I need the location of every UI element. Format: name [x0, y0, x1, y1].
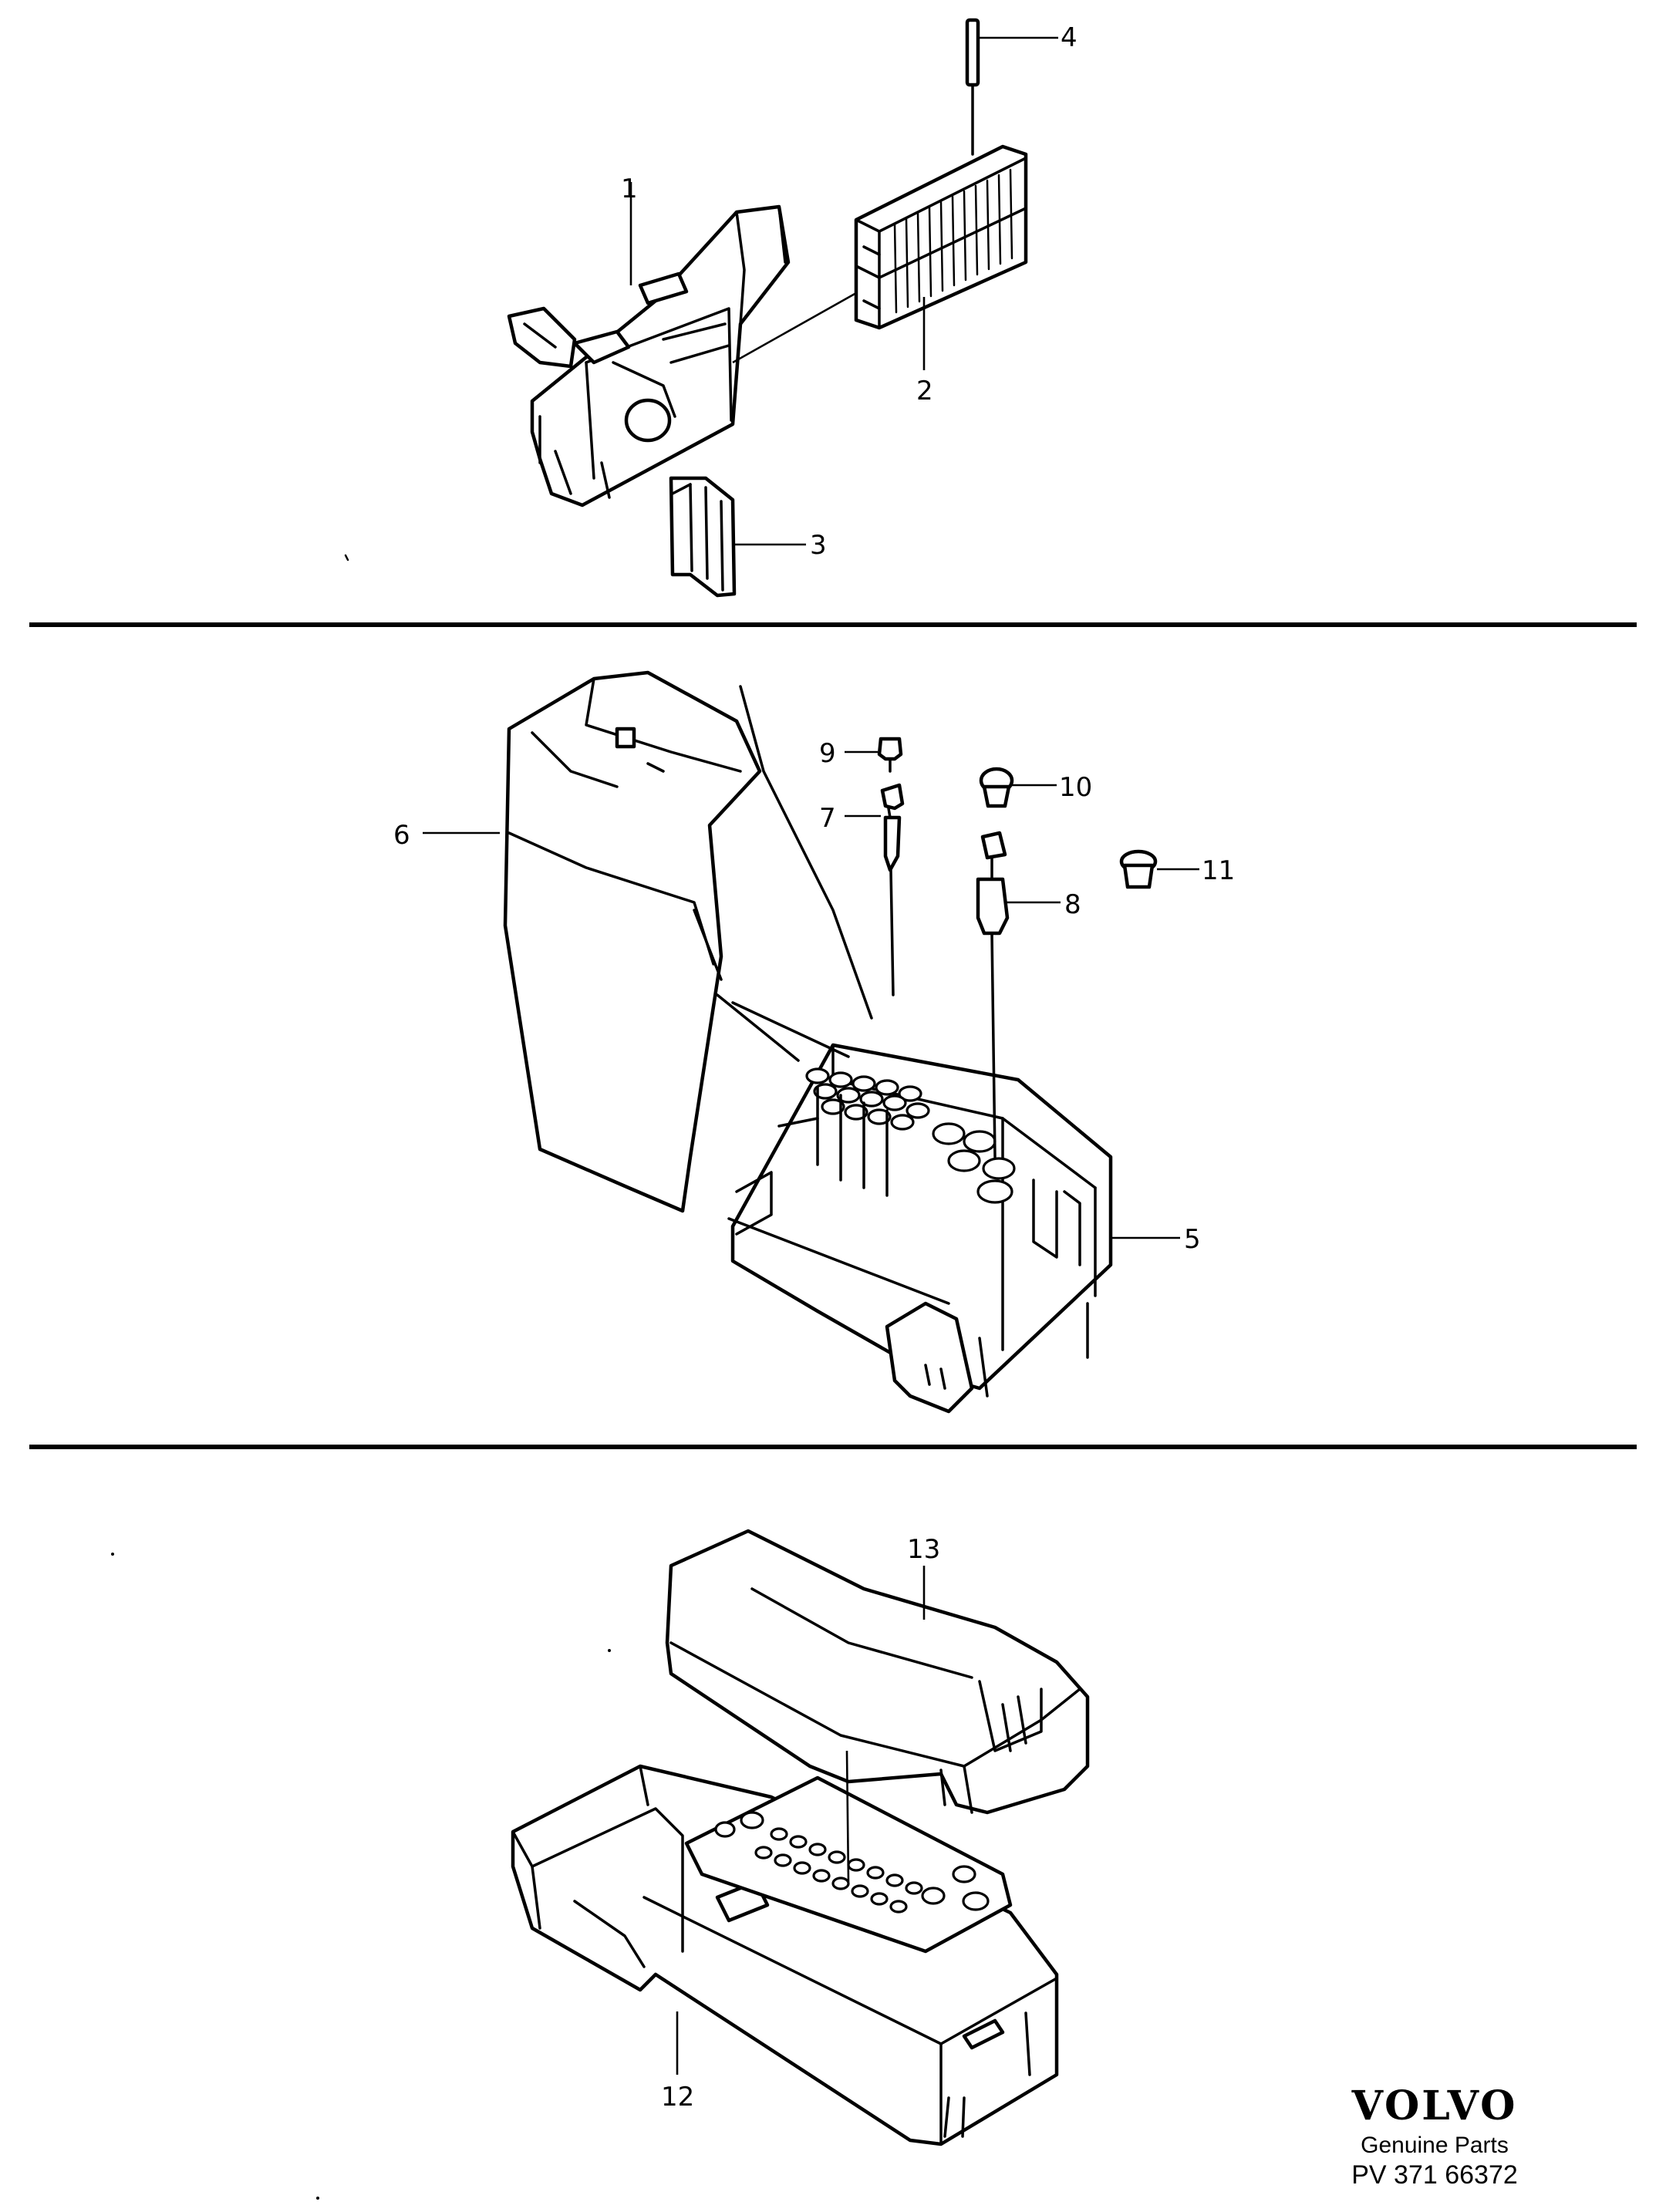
socket-grid: [805, 1067, 1016, 1204]
part-8-terminal: [976, 831, 1010, 1158]
callout-13: 13: [907, 1534, 940, 1565]
callout-5: 5: [1184, 1224, 1201, 1255]
part-5-box: [716, 685, 1113, 1414]
callout-9: 9: [819, 738, 836, 769]
part-2-terminal-block: [854, 144, 1028, 330]
part-12-base: [511, 1764, 1059, 2146]
base-socket-grid: [714, 1811, 990, 1914]
callout-12: 12: [661, 2082, 694, 2113]
part-code: PV 371 66372: [1351, 2160, 1518, 2190]
brand-block: VOLVO Genuine Parts PV 371 66372: [1311, 2082, 1558, 2190]
terminal-slots: [893, 168, 1013, 314]
part-1-housing: [507, 204, 791, 507]
section-1: 1 2 3 4: [344, 18, 1078, 598]
callout-3: 3: [810, 530, 827, 561]
volvo-logo: VOLVO: [1351, 2082, 1518, 2129]
section-3: 13 12: [511, 1529, 1090, 2146]
part-13-lid: [665, 1529, 1090, 1815]
brand-subtitle: Genuine Parts: [1361, 2133, 1509, 2158]
part-4-pin: [965, 18, 980, 156]
section-2: 6 9 7 10 8 11 5: [393, 670, 1235, 1414]
part-7-terminal: [880, 783, 905, 996]
part-11-plug: [1119, 849, 1158, 889]
part-10-seal: [979, 767, 1014, 808]
callout-8: 8: [1064, 889, 1081, 920]
leader-13b: [845, 1750, 850, 1883]
callout-6: 6: [393, 820, 410, 851]
callout-10: 10: [1059, 772, 1092, 803]
part-6-cover: [503, 670, 762, 1213]
leader-2b: [732, 292, 857, 364]
callout-4: 4: [1061, 22, 1078, 53]
callout-7: 7: [819, 803, 836, 834]
part-3-clip: [669, 476, 737, 598]
callout-11: 11: [1202, 855, 1235, 886]
callout-1: 1: [621, 174, 638, 204]
part-9-seal: [877, 737, 903, 773]
callout-2: 2: [916, 376, 933, 406]
